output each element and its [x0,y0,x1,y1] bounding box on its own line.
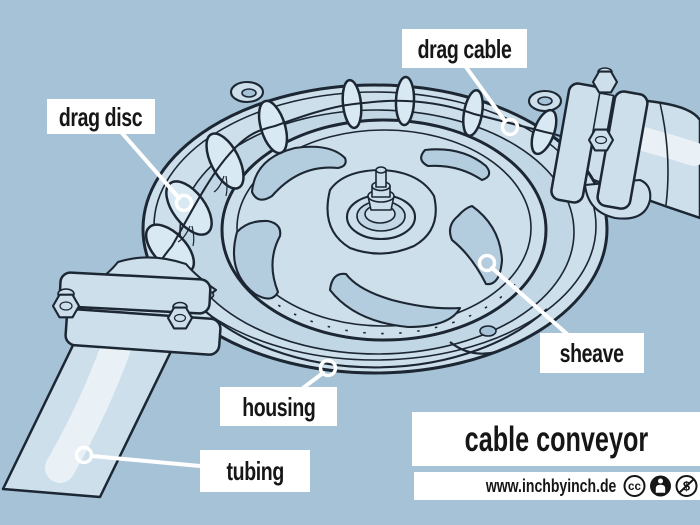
marker-sheave [477,253,497,273]
spoke-opening [328,272,462,329]
website-text: www.inchbyinch.de [485,476,616,496]
wire-tuft [177,225,195,247]
license-icons: cc $ [623,475,698,497]
cc-by-icon [650,475,671,497]
cc-icon: cc [623,475,646,497]
marker-drag-disc [174,193,194,213]
hub-bolt [345,166,417,241]
label-housing: housing [220,387,337,426]
page-title: cable conveyor [464,419,648,459]
label-tubing-text: tubing [226,456,284,486]
label-sheave: sheave [540,333,644,373]
wire-tuft [213,175,228,197]
mount-hole [479,325,497,337]
leader-lines [74,65,569,468]
cc-nc-icon: $ [675,475,698,497]
marker-tubing [74,445,94,465]
clamp-bolt [591,70,619,94]
label-drag-cable: drag cable [402,29,527,68]
clamp-bolt [587,128,615,152]
svg-text:cc: cc [628,481,642,493]
label-drag-cable-text: drag cable [417,33,512,64]
label-drag-disc-text: drag disc [59,101,143,132]
spoke-opening [233,219,282,300]
label-housing-text: housing [241,391,316,422]
spoke-opening [448,204,504,286]
credit-bar: www.inchbyinch.de cc $ [414,472,700,500]
sheave-shape [220,118,548,342]
marker-drag-cable [500,117,520,137]
clamp-right [550,67,652,220]
label-tubing: tubing [200,450,310,492]
clamp-left [51,256,222,356]
label-drag-disc: drag disc [47,99,155,134]
marker-housing [318,358,338,378]
clamp-bolt [51,293,81,319]
label-sheave-text: sheave [560,338,624,368]
spoke-opening [420,148,491,182]
clamp-bolt [166,306,194,330]
title-bar: cable conveyor [412,412,700,466]
